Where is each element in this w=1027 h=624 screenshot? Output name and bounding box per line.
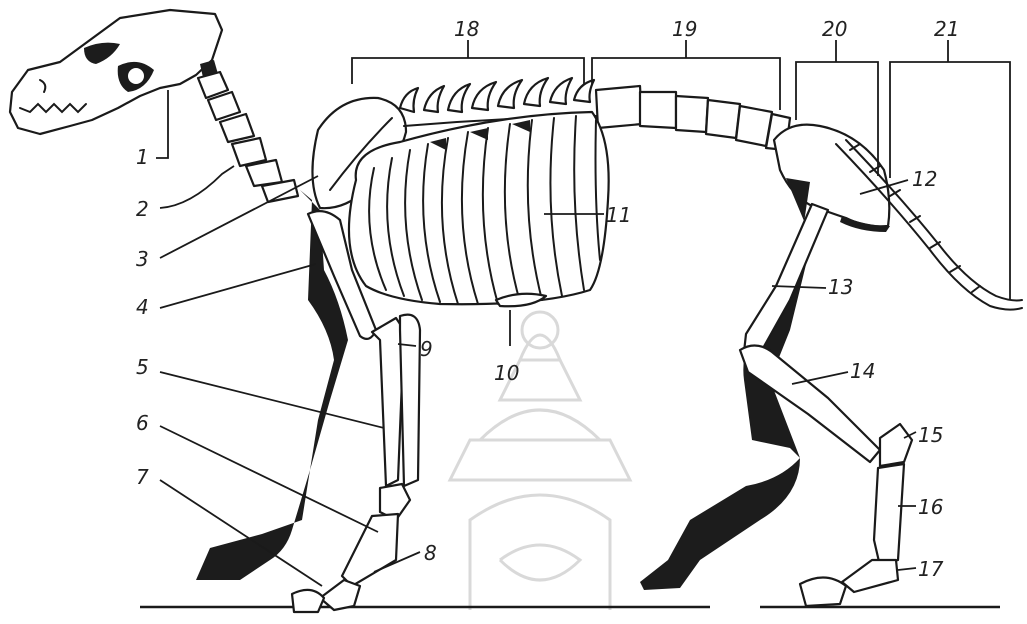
skull (10, 10, 222, 134)
label-2: 2 (136, 197, 149, 221)
label-19: 19 (672, 17, 697, 41)
label-1: 1 (136, 145, 149, 169)
label-21: 21 (934, 17, 959, 41)
watermark-seal (450, 312, 630, 610)
label-13: 13 (828, 275, 853, 299)
label-12: 12 (912, 167, 937, 191)
label-7: 7 (136, 465, 149, 489)
label-11: 11 (606, 203, 631, 227)
label-20: 20 (822, 17, 847, 41)
label-5: 5 (136, 355, 149, 379)
lumbar-vertebrae (596, 86, 790, 150)
label-14: 14 (850, 359, 875, 383)
label-15: 15 (918, 423, 943, 447)
label-9: 9 (420, 337, 433, 361)
label-18: 18 (454, 17, 479, 41)
label-10: 10 (494, 361, 519, 385)
label-17: 17 (918, 557, 944, 581)
label-6: 6 (136, 411, 149, 435)
label-8: 8 (424, 541, 437, 565)
label-4: 4 (136, 295, 149, 319)
pelvis (774, 125, 889, 227)
label-3: 3 (136, 247, 149, 271)
label-16: 16 (918, 495, 943, 519)
thoracic-spines (400, 78, 594, 112)
